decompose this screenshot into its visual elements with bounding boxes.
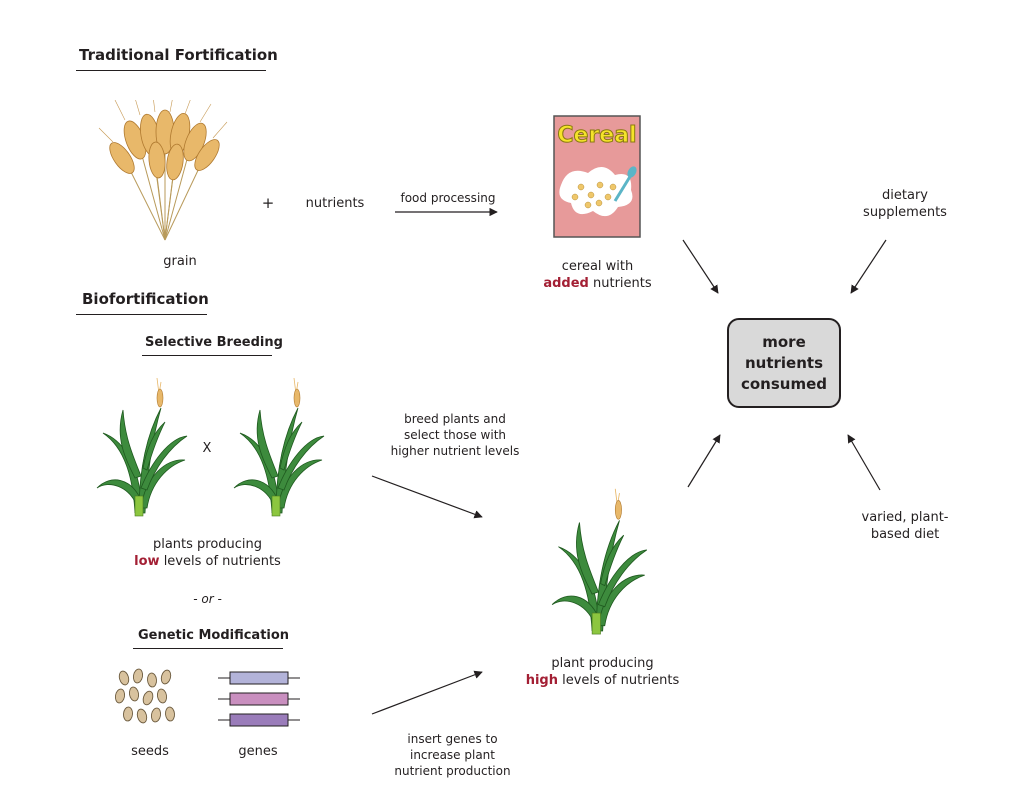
insert-line3: nutrient production	[394, 764, 511, 778]
food-processing-label: food processing	[400, 191, 496, 205]
plant-high-nutrients	[551, 488, 648, 635]
low-highlight: low	[134, 554, 160, 569]
nutrients-label: nutrients	[305, 196, 365, 211]
high-caption-line2: high levels of nutrients	[515, 672, 690, 689]
seeds-illustration	[114, 668, 175, 724]
cereal-caption-line1: cereal with	[561, 259, 634, 274]
dietary-line2: supplements	[863, 205, 947, 220]
cereal-box-illustration: Cereal	[553, 115, 641, 238]
breed-line3: higher nutrient levels	[390, 444, 520, 458]
arrow-plant-to-outcome	[687, 434, 721, 488]
heading-underline	[76, 314, 207, 315]
cross-symbol: X	[202, 441, 212, 456]
high-highlight: high	[525, 673, 558, 688]
breed-line2: select those with	[403, 428, 507, 442]
seeds-label: seeds	[131, 744, 169, 759]
grain-label: grain	[163, 254, 197, 269]
arrow-breeding-to-plant	[371, 475, 483, 519]
heading-underline	[142, 355, 272, 356]
insert-line1: insert genes to	[407, 732, 498, 746]
insert-line2: increase plant	[409, 748, 495, 762]
outcome-line1: more	[762, 332, 806, 351]
plus-sign: +	[261, 194, 275, 212]
breed-select-label: breed plants and select those with highe…	[380, 411, 530, 459]
diet-line2: based diet	[870, 527, 940, 542]
cereal-caption: cereal with added nutrients	[525, 258, 670, 292]
low-nutrients-caption: plants producing low levels of nutrients	[120, 536, 295, 570]
arrow-diet-to-outcome	[847, 434, 881, 491]
low-caption-line2: low levels of nutrients	[120, 553, 295, 570]
diet-line1: varied, plant-	[861, 510, 949, 525]
heading-underline	[76, 70, 266, 71]
outcome-line2: nutrients	[744, 353, 824, 372]
high-nutrients-caption: plant producing high levels of nutrients	[515, 655, 690, 689]
selective-breeding-heading: Selective Breeding	[145, 335, 283, 350]
arrow-supplements-to-outcome	[850, 239, 887, 294]
grain-bundle-illustration	[98, 100, 228, 241]
outcome-box: more nutrients consumed	[727, 318, 841, 408]
cereal-caption-rest: nutrients	[588, 276, 652, 291]
genetic-modification-heading: Genetic Modification	[138, 628, 290, 643]
biofortification-heading: Biofortification	[82, 290, 209, 308]
added-highlight: added	[543, 276, 589, 291]
high-caption-rest: levels of nutrients	[558, 673, 680, 688]
dietary-supplements-label: dietary supplements	[855, 187, 955, 221]
low-caption-line1: plants producing	[152, 537, 263, 552]
breed-line1: breed plants and	[404, 412, 506, 426]
genes-illustration	[218, 671, 300, 727]
genes-label: genes	[238, 744, 278, 759]
varied-diet-label: varied, plant- based diet	[855, 509, 955, 543]
outcome-line3: consumed	[740, 374, 828, 393]
or-separator: - or -	[193, 592, 222, 606]
low-caption-rest: levels of nutrients	[159, 554, 281, 569]
insert-genes-label: insert genes to increase plant nutrient …	[385, 731, 520, 779]
dietary-line1: dietary	[882, 188, 928, 203]
high-caption-line1: plant producing	[551, 656, 654, 671]
arrow-cereal-to-outcome	[682, 239, 719, 294]
arrow-genes-to-plant	[371, 670, 483, 715]
plant-low-nutrients-1	[96, 378, 188, 517]
heading-underline	[133, 648, 283, 649]
plant-low-nutrients-2	[233, 378, 325, 517]
cereal-caption-line2: added nutrients	[525, 275, 670, 292]
traditional-fortification-heading: Traditional Fortification	[79, 46, 278, 64]
cereal-box-title: Cereal	[557, 123, 637, 149]
